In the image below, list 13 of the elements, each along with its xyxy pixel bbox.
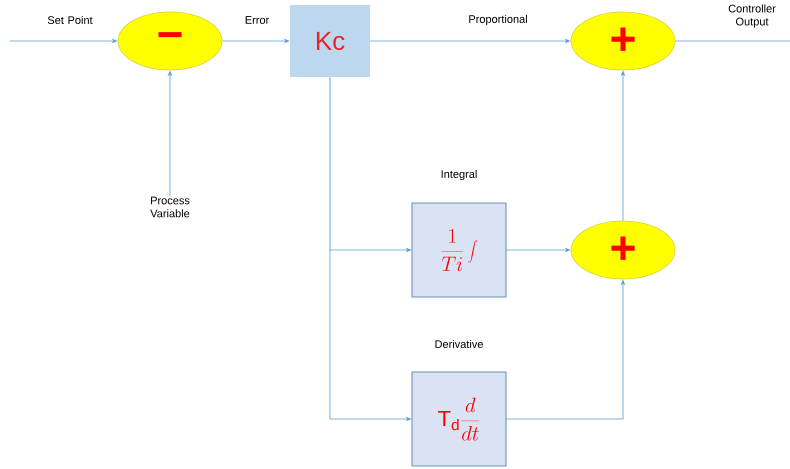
summing-junction: −	[118, 12, 222, 70]
edge-label: Error	[246, 16, 270, 24]
summing-junction: +	[570, 220, 676, 280]
input-label: Process Variable	[150, 196, 190, 218]
transfer-function-box: $\mathrm{T}_{\mathrm{d}}\frac{d}{dt}$	[412, 372, 506, 466]
block-label: Derivative	[435, 340, 483, 348]
edge-label: Proportional	[469, 14, 527, 26]
block-label: Integral	[442, 170, 477, 180]
edge-label: Set Point	[48, 16, 93, 24]
gain-box: Kc	[290, 5, 370, 77]
transfer-function-box: $\frac{1}{Ti}\int$	[412, 202, 506, 298]
summing-junction: +	[570, 12, 676, 70]
edge-label: Controller Output	[728, 4, 776, 28]
